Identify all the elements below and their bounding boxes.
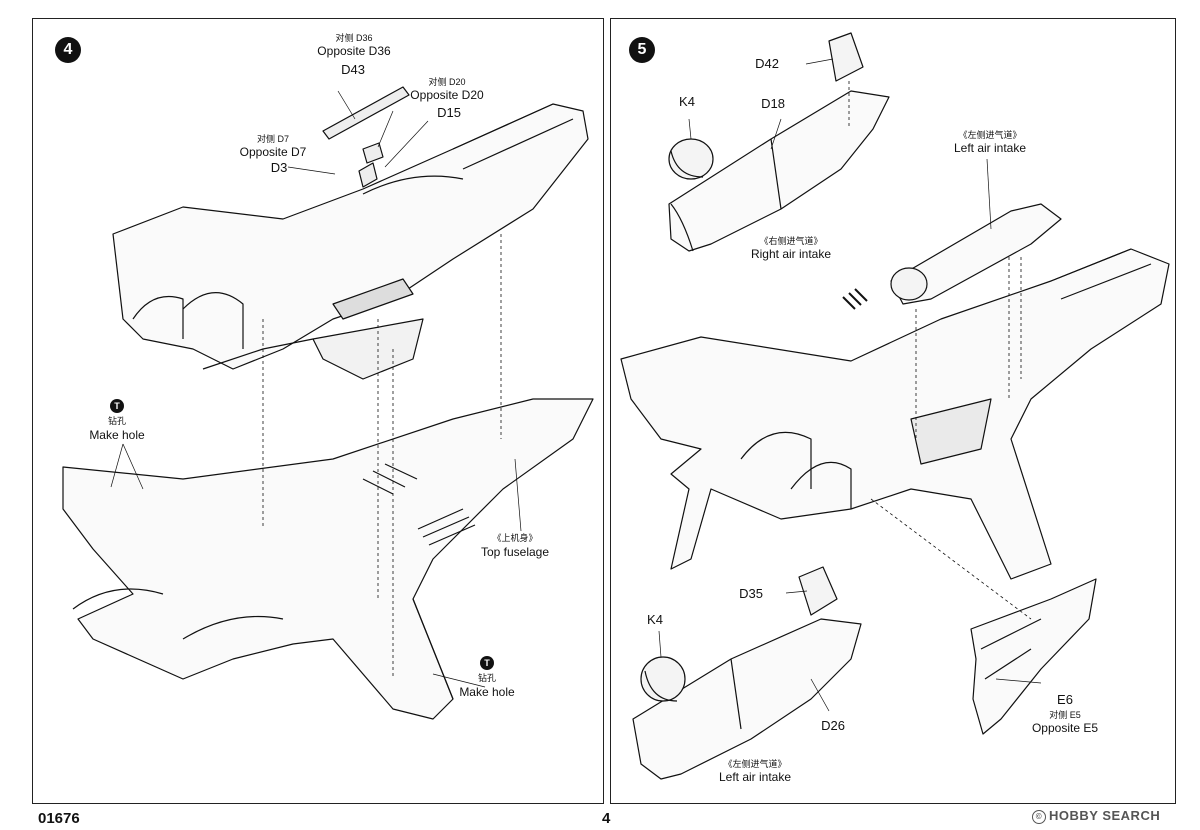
d26-label: D26 <box>821 718 845 733</box>
watermark: ©HOBBY SEARCH <box>1032 808 1160 824</box>
d18-label: D18 <box>761 96 785 111</box>
part-number: 01676 <box>38 810 80 827</box>
d36-cn-label: 对侧 D36 <box>335 33 373 43</box>
copyright-icon: © <box>1032 809 1046 824</box>
right-intake-cn-label: 《右侧进气道》 <box>759 236 823 246</box>
e5-cn-label: 对侧 E5 <box>1049 710 1081 720</box>
drill-icon: T <box>480 656 494 670</box>
d43-label: D43 <box>341 62 365 77</box>
d35-label: D35 <box>739 586 763 601</box>
k4-top-label: K4 <box>679 94 695 109</box>
top-fuselage-label: Top fuselage <box>480 545 550 559</box>
top-fuselage-cn-label: 《上机身》 <box>492 533 538 543</box>
step-5-badge: 5 <box>629 37 655 63</box>
step-4-panel: 4 <box>32 18 604 804</box>
drill-cn-label: 钻孔 <box>107 416 127 426</box>
drill-cn-label: 钻孔 <box>477 673 497 683</box>
d20-cn-label: 对侧 D20 <box>428 77 466 87</box>
right-intake-label: Right air intake <box>750 247 832 261</box>
k4-bottom-label: K4 <box>647 612 663 627</box>
step-4-badge: 4 <box>55 37 81 63</box>
left-intake-cn-label: 《左侧进气道》 <box>723 759 787 769</box>
make-hole-label: Make hole <box>459 685 515 699</box>
d7-opposite-label: Opposite D7 <box>239 145 307 159</box>
left-intake-label: Left air intake <box>718 770 792 784</box>
d15-label: D15 <box>437 105 461 120</box>
step-5-panel: 5 <box>610 18 1176 804</box>
step-5-drawing <box>620 32 1170 780</box>
watermark-brand: HOBBY SEARCH <box>1049 808 1161 823</box>
d42-label: D42 <box>755 56 779 71</box>
d36-opposite-label: Opposite D36 <box>317 44 391 58</box>
d3-label: D3 <box>270 160 288 175</box>
make-hole-label: Make hole <box>89 428 145 442</box>
page-number: 4 <box>602 810 611 827</box>
e6-label: E6 <box>1057 692 1073 707</box>
left-intake-label: Left air intake <box>953 141 1027 155</box>
d20-opposite-label: Opposite D20 <box>410 88 484 102</box>
d7-cn-label: 对侧 D7 <box>256 134 290 144</box>
drill-icon: T <box>110 399 124 413</box>
left-intake-cn-label: 《左侧进气道》 <box>958 130 1022 140</box>
step-4-drawing <box>62 86 594 720</box>
e5-opposite-label: Opposite E5 <box>1031 721 1099 735</box>
